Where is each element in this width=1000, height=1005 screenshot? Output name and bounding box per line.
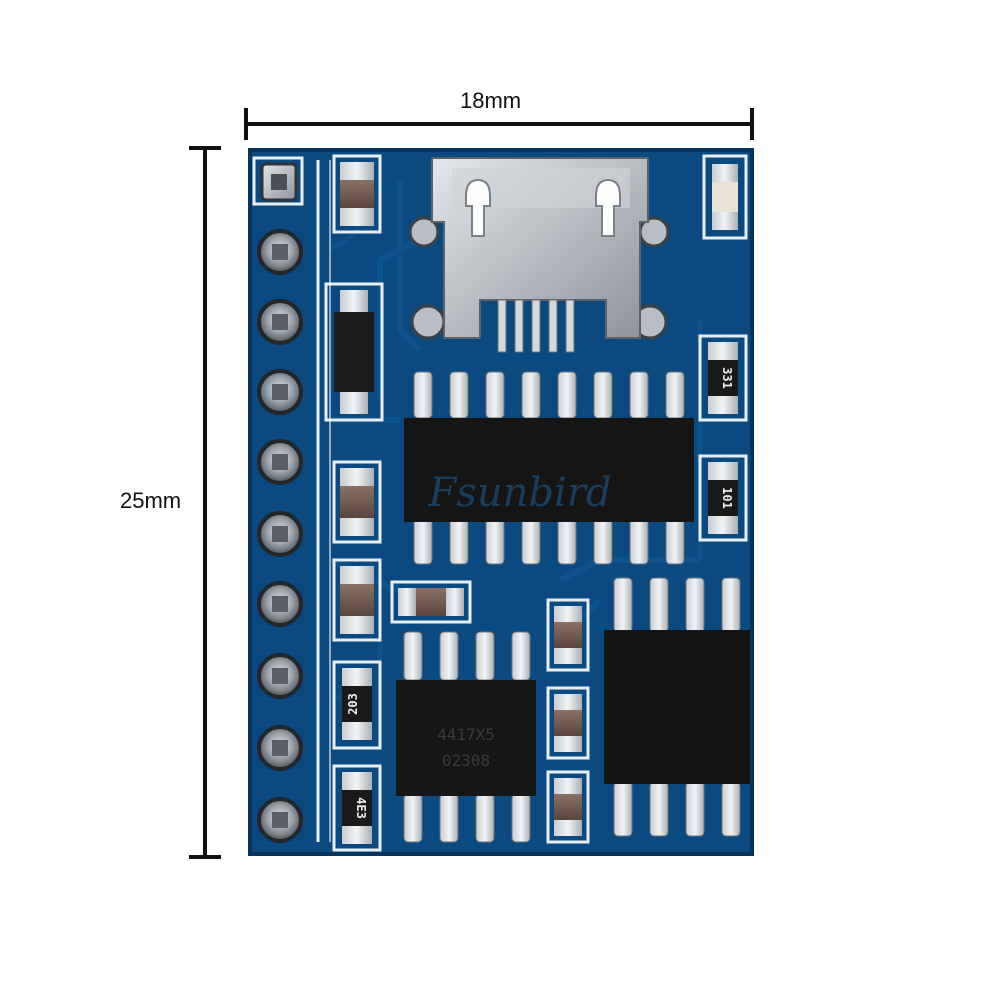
- width-label: 18mm: [460, 88, 522, 113]
- pin-9: [257, 725, 303, 771]
- capacitor-c4: [390, 580, 472, 624]
- resistor-101: 101: [698, 454, 748, 542]
- diode-icon: [324, 282, 384, 422]
- ic-amplifier-soic8: 4417X5 02308: [396, 631, 536, 843]
- capacitor-c6: [546, 686, 590, 760]
- resistor-331: 331: [698, 334, 748, 422]
- resistor-code-203: 203: [346, 693, 360, 715]
- pin-5: [257, 439, 303, 485]
- pin-4: [257, 369, 303, 415]
- capacitor-c7: [546, 770, 590, 844]
- resistor-4e3: 4E3: [332, 764, 382, 852]
- pin-8: [257, 653, 303, 699]
- height-label: 25mm: [120, 488, 182, 513]
- pin-6: [257, 511, 303, 557]
- resistor-code-331: 331: [720, 367, 734, 389]
- watermark-text: Fsunbird: [428, 470, 612, 516]
- capacitor-c2: [332, 460, 382, 544]
- led-icon: [702, 154, 748, 240]
- height-dimension-line: [189, 146, 221, 859]
- resistor-203: 203: [332, 660, 382, 750]
- capacitor-c5: [546, 598, 590, 672]
- usb-connector-icon: [408, 157, 670, 353]
- resistor-code-4e3: 4E3: [354, 797, 368, 819]
- pin-1-square: [260, 162, 298, 202]
- chip-marking-line1: 4417X5: [437, 725, 495, 744]
- width-dimension-line: [244, 108, 754, 140]
- ic-flash-soic8: [604, 577, 750, 837]
- pin-header: [257, 162, 303, 843]
- ic-main-soic16: Fsunbird: [404, 371, 694, 565]
- capacitor-c3: [332, 558, 382, 642]
- pin-3: [257, 299, 303, 345]
- chip-marking-line2: 02308: [442, 751, 490, 770]
- pin-2: [257, 229, 303, 275]
- capacitor-c1: [332, 154, 382, 234]
- resistor-code-101: 101: [720, 487, 734, 509]
- pin-7: [257, 581, 303, 627]
- pin-10: [257, 797, 303, 843]
